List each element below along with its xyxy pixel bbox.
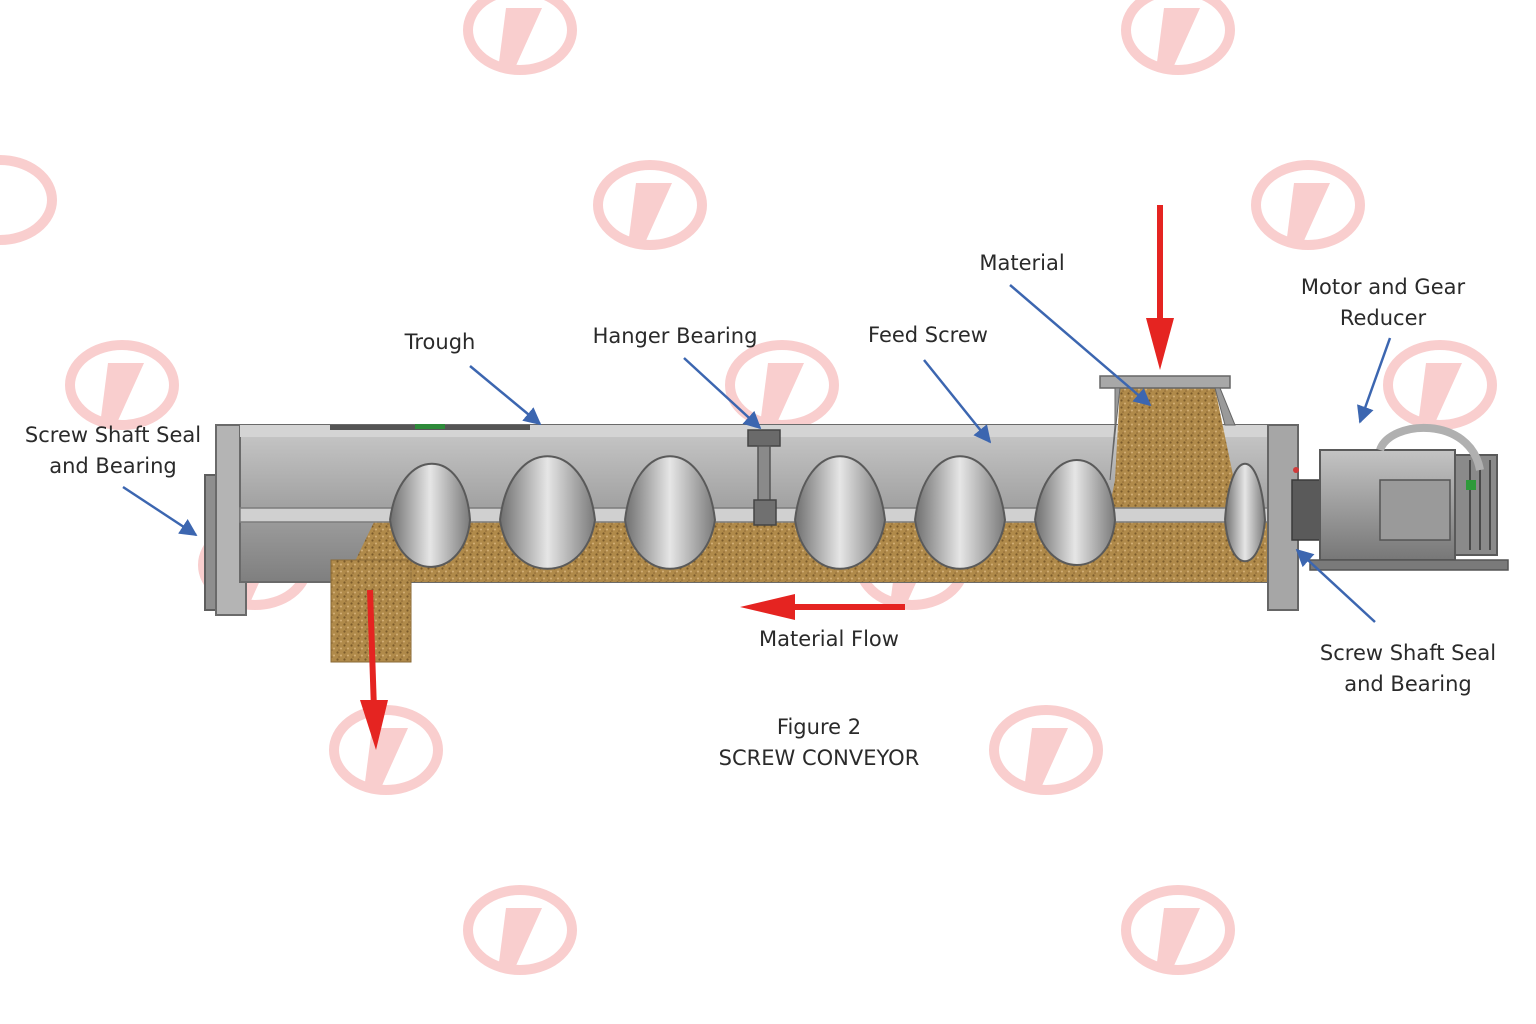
screw-flights: [389, 455, 1267, 570]
pointer-screw-shaft-seal-right: [1295, 548, 1376, 623]
pointer-screw-shaft-seal-left: [122, 485, 198, 537]
tasmim-logo-icon: [593, 160, 707, 250]
label-line: Screw Shaft Seal: [24, 423, 202, 447]
tasmim-logo-icon: [329, 705, 443, 795]
label-line: Reducer: [1339, 306, 1427, 330]
tasmim-logo-icon: [1121, 0, 1235, 75]
pointer-trough: [469, 365, 542, 426]
figure-title: SCREW CONVEYOR: [718, 746, 920, 770]
label-screw-shaft-seal-right: Screw Shaft Seal and Bearing: [1310, 638, 1506, 700]
inlet-flange: [1099, 375, 1236, 481]
annotation-arrows: [122, 284, 1392, 623]
hanger-bearing: [747, 429, 781, 526]
pointer-feed-screw: [923, 359, 992, 444]
tasmim-logo-icon: [725, 340, 839, 430]
material-flow-arrow: [740, 594, 905, 620]
pointer-hanger-bearing: [683, 357, 762, 430]
pointer-material: [1009, 284, 1152, 407]
label-line: and Bearing: [49, 454, 177, 478]
tasmim-logo-icon: [1121, 885, 1235, 975]
label-line: and Bearing: [1344, 672, 1472, 696]
label-trough: Trough: [404, 330, 476, 354]
label-hanger-bearing: Hanger Bearing: [592, 324, 758, 348]
figure-number: Figure 2: [776, 715, 862, 739]
pointer-motor-gear-reducer: [1357, 337, 1392, 424]
material-discharge-arrow: [360, 589, 388, 750]
material-inlet-arrow: [1146, 205, 1174, 370]
label-material: Material: [979, 251, 1065, 275]
label-feed-screw: Feed Screw: [868, 323, 988, 347]
motor-gear-reducer: [1309, 423, 1509, 571]
tasmim-logo-icon: [463, 0, 577, 75]
figure-caption: Figure 2 SCREW CONVEYOR: [690, 712, 948, 774]
flow-arrows: [360, 205, 1174, 750]
right-end-plate: [1267, 424, 1323, 611]
tasmim-logo-icon: [65, 340, 179, 430]
tasmim-logo-icon: [0, 155, 57, 245]
label-screw-shaft-seal-left: Screw Shaft Seal and Bearing: [20, 420, 206, 482]
label-material-flow: Material Flow: [759, 627, 899, 651]
label-motor-gear-reducer: Motor and Gear Reducer: [1288, 272, 1478, 334]
tasmim-logo-icon: [1383, 340, 1497, 430]
tasmim-logo-icon: [989, 705, 1103, 795]
label-line: Motor and Gear: [1300, 275, 1466, 299]
tasmim-logo-icon: [1251, 160, 1365, 250]
tasmim-logo-icon: [463, 885, 577, 975]
label-line: Screw Shaft Seal: [1319, 641, 1497, 665]
